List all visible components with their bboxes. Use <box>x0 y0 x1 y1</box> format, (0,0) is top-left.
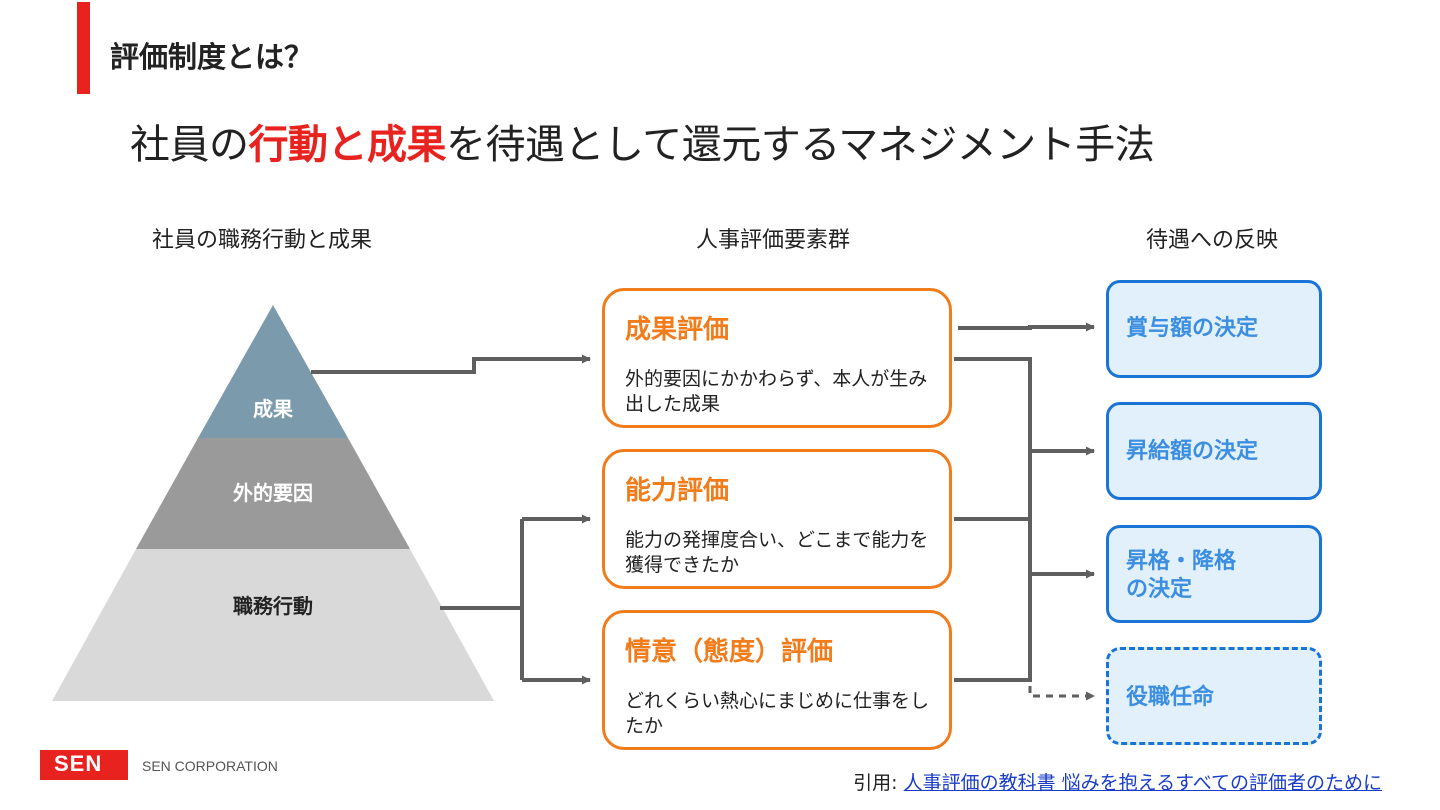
citation: 引用: 人事評価の教科書 悩みを抱えるすべての評価者のために <box>853 768 1382 795</box>
pyramid-label-job-behavior: 職務行動 <box>233 594 313 618</box>
eval-title: 成果評価 <box>625 315 730 345</box>
section-title: 評価制度とは？ <box>110 40 314 74</box>
pyramid-label-external-factors: 外的要因 <box>233 481 313 505</box>
eval-title: 情意（態度）評価 <box>625 637 834 667</box>
outcome-box-salary: 昇給額の決定 <box>1106 402 1322 500</box>
outcome-label-line2: の決定 <box>1126 577 1193 602</box>
eval-description: 能力の発揮度合い、どこまで能力を獲得できたか <box>625 529 929 576</box>
outcome-box-appointment: 役職任命 <box>1106 647 1322 745</box>
outcome-label: 昇格・降格 <box>1126 549 1237 574</box>
pyramid-label-result: 成果 <box>253 397 293 421</box>
connector-bus-to-appointment <box>1028 686 1095 701</box>
column-header-right: 待遇への反映 <box>1146 228 1279 253</box>
eval-title: 能力評価 <box>625 476 730 506</box>
eval-description: 外的要因にかかわらず、本人が生み出した成果 <box>625 368 928 415</box>
outcome-label: 賞与額の決定 <box>1126 316 1259 341</box>
headline-part1: 社員の <box>130 122 249 168</box>
column-header-middle: 人事評価要素群 <box>696 228 851 253</box>
eval-box-result: 成果評価 外的要因にかかわらず、本人が生み出した成果 <box>602 288 952 428</box>
outcome-box-promotion: 昇格・降格 の決定 <box>1106 525 1322 623</box>
eval-description: どれくらい熱心にまじめに仕事をしたか <box>625 690 930 737</box>
column-header-left: 社員の職務行動と成果 <box>152 228 373 253</box>
connector-result-eval-to-bonus <box>958 322 1095 332</box>
connector-result-to-result-eval <box>311 354 591 374</box>
logo-text: SEN <box>54 751 103 776</box>
pyramid-bottom-layer <box>52 549 494 701</box>
citation-prefix: 引用: <box>853 772 904 794</box>
headline-highlight: 行動と成果 <box>248 122 447 168</box>
citation-link[interactable]: 人事評価の教科書 悩みを抱えるすべての評価者のために <box>903 772 1382 794</box>
pyramid-top-layer <box>198 305 348 438</box>
outcome-label: 役職任命 <box>1126 685 1215 710</box>
outcome-box-bonus: 賞与額の決定 <box>1106 280 1322 378</box>
company-name: SEN CORPORATION <box>142 758 278 774</box>
eval-box-ability: 能力評価 能力の発揮度合い、どこまで能力を獲得できたか <box>602 449 952 589</box>
pyramid-middle-layer <box>136 438 410 549</box>
headline: 社員の行動と成果を待遇として還元するマネジメント手法 <box>130 112 1155 170</box>
section-accent-bar <box>77 2 90 94</box>
headline-part2: を待遇として還元するマネジメント手法 <box>446 122 1155 168</box>
outcome-label: 昇給額の決定 <box>1126 439 1259 464</box>
sen-logo: SEN <box>40 750 128 780</box>
eval-box-attitude: 情意（態度）評価 どれくらい熱心にまじめに仕事をしたか <box>602 610 952 750</box>
